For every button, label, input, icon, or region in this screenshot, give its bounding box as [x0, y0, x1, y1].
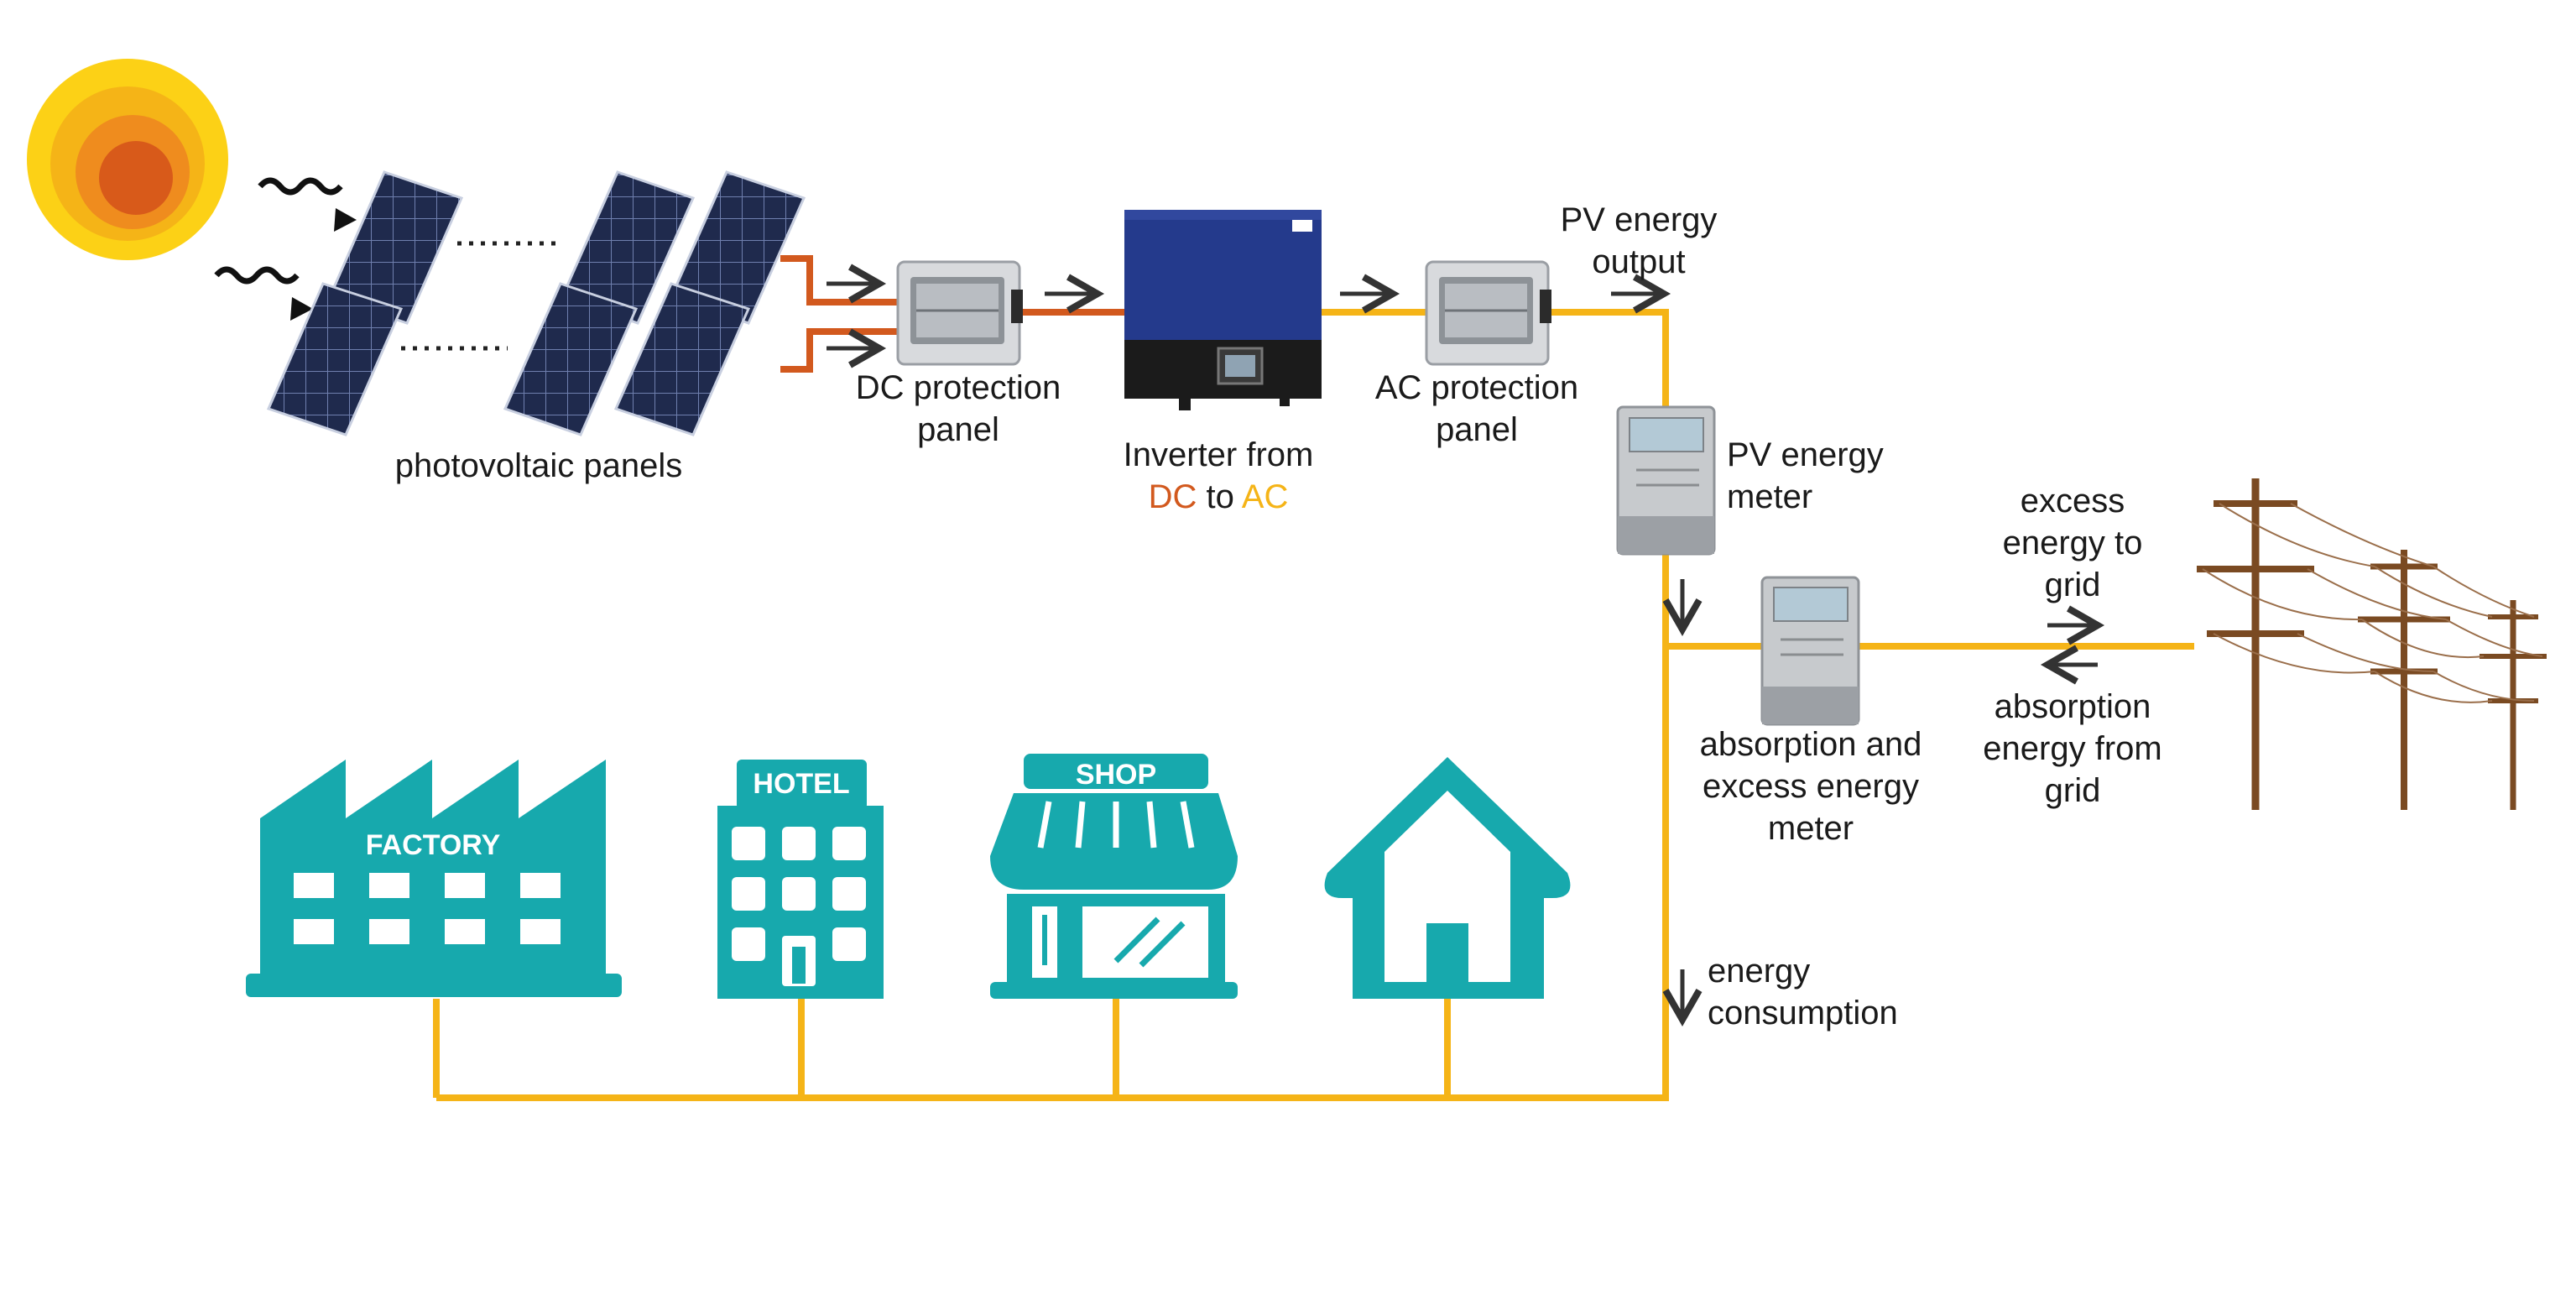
inverter-label: Inverter from	[1124, 436, 1314, 473]
excess-to-grid-label-line2: energy to	[2003, 525, 2143, 561]
flow-arrows	[827, 264, 2105, 1027]
inverter-dc-ac-label: DC to AC	[1149, 478, 1289, 515]
energy-consumption-label-line2: consumption	[1708, 995, 1898, 1031]
dc-protection-panel-icon	[896, 260, 1023, 366]
excess-to-grid-label-line1: excess	[2021, 483, 2125, 520]
dc-protection-panel-label-line1: DC protection	[856, 369, 1061, 406]
absorption-from-grid-label-line3: grid	[2045, 772, 2101, 809]
photovoltaic-panels-icon	[266, 170, 806, 436]
photovoltaic-panels-label: photovoltaic panels	[395, 447, 682, 484]
inverter-icon	[1124, 210, 1322, 410]
inverter-ac-text: AC	[1242, 478, 1289, 515]
absorption-meter-label-line1: absorption and	[1700, 726, 1922, 763]
sun-ray-icon	[214, 177, 357, 321]
hotel-building-icon: HOTEL	[717, 760, 884, 999]
factory-label: FACTORY	[366, 829, 501, 861]
shop-building-icon: SHOP	[990, 754, 1238, 999]
ac-wires	[433, 309, 2194, 1101]
absorption-meter-label-line3: meter	[1768, 810, 1854, 847]
shop-label: SHOP	[1076, 759, 1156, 791]
power-grid-poles-icon	[2197, 478, 2547, 810]
home-building-icon: HOME	[1324, 757, 1571, 999]
dc-protection-panel-label-line2: panel	[917, 411, 999, 448]
absorption-from-grid-label-line1: absorption	[1995, 688, 2151, 725]
factory-building-icon: FACTORY	[246, 760, 622, 997]
absorption-meter-label-line2: excess energy	[1703, 768, 1919, 805]
energy-consumption-label-line1: energy	[1708, 953, 1810, 990]
inverter-to-text: to	[1207, 478, 1234, 515]
absorption-from-grid-label-line2: energy from	[1983, 730, 2161, 767]
ac-protection-panel-label-line2: panel	[1436, 411, 1518, 448]
pv-energy-output-label-line2: output	[1592, 243, 1685, 280]
pv-energy-output-label-line1: PV energy	[1561, 201, 1718, 238]
home-label: HOME	[1405, 859, 1490, 891]
sun-icon	[27, 59, 228, 260]
pv-energy-meter-label-line2: meter	[1727, 478, 1812, 515]
ac-protection-panel-icon	[1425, 260, 1551, 366]
hotel-label: HOTEL	[753, 768, 849, 800]
pv-energy-meter-icon	[1616, 405, 1716, 556]
absorption-excess-meter-icon	[1760, 576, 1860, 726]
excess-to-grid-label-line3: grid	[2045, 567, 2101, 603]
pv-energy-meter-label-line1: PV energy	[1727, 436, 1884, 473]
ac-protection-panel-label-line1: AC protection	[1375, 369, 1578, 406]
inverter-dc-text: DC	[1149, 478, 1197, 515]
